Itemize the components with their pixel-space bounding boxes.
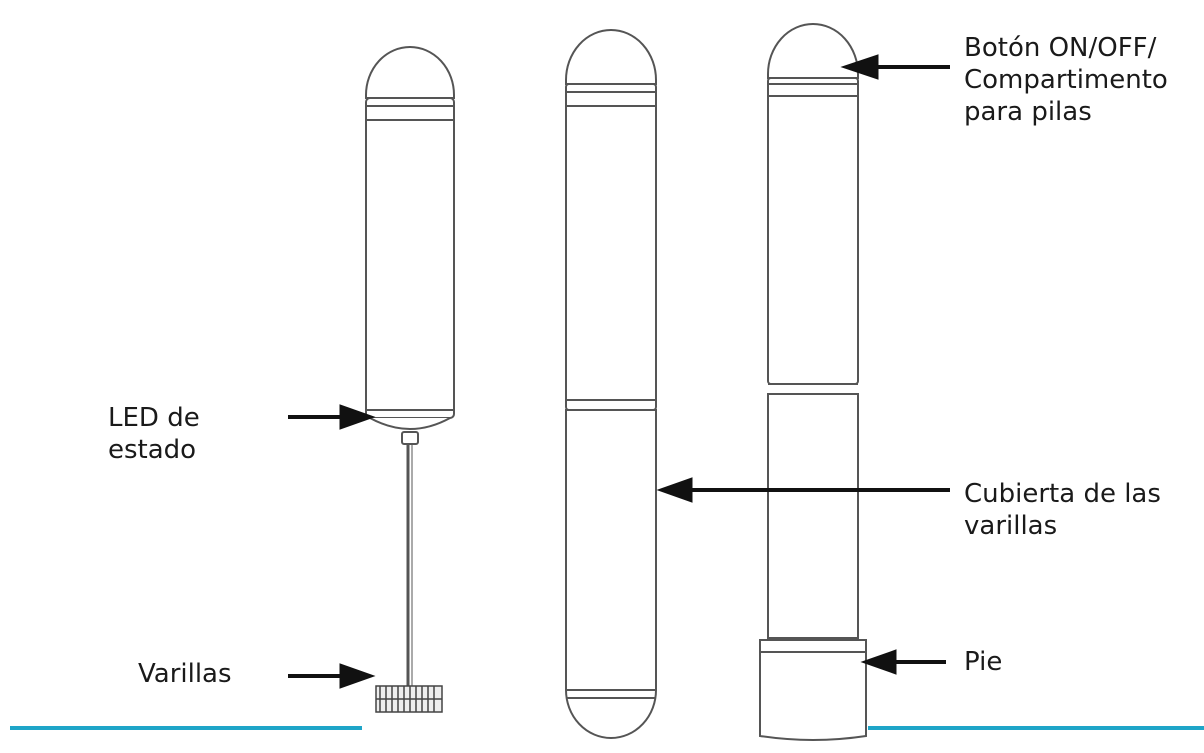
- frother-body: [365, 97, 455, 419]
- callout-arrows: [288, 54, 950, 689]
- frother-with-cover: [565, 29, 657, 739]
- label-boton: Botón ON/OFF/ Compartimento para pilas: [964, 33, 1168, 127]
- whisk-cover: [565, 409, 657, 739]
- frother-cap: [365, 46, 455, 99]
- frother-on-stand: [759, 23, 867, 741]
- label-pie: Pie: [964, 647, 1003, 677]
- label-varillas: Varillas: [138, 659, 232, 689]
- whisk-coil: [375, 685, 443, 713]
- right-cap: [767, 23, 859, 79]
- label-led: LED de estado: [108, 403, 200, 465]
- stand-base: [759, 639, 867, 741]
- label-cubierta: Cubierta de las varillas: [964, 479, 1161, 541]
- middle-cap: [565, 29, 657, 85]
- frother-assembled: [365, 46, 455, 713]
